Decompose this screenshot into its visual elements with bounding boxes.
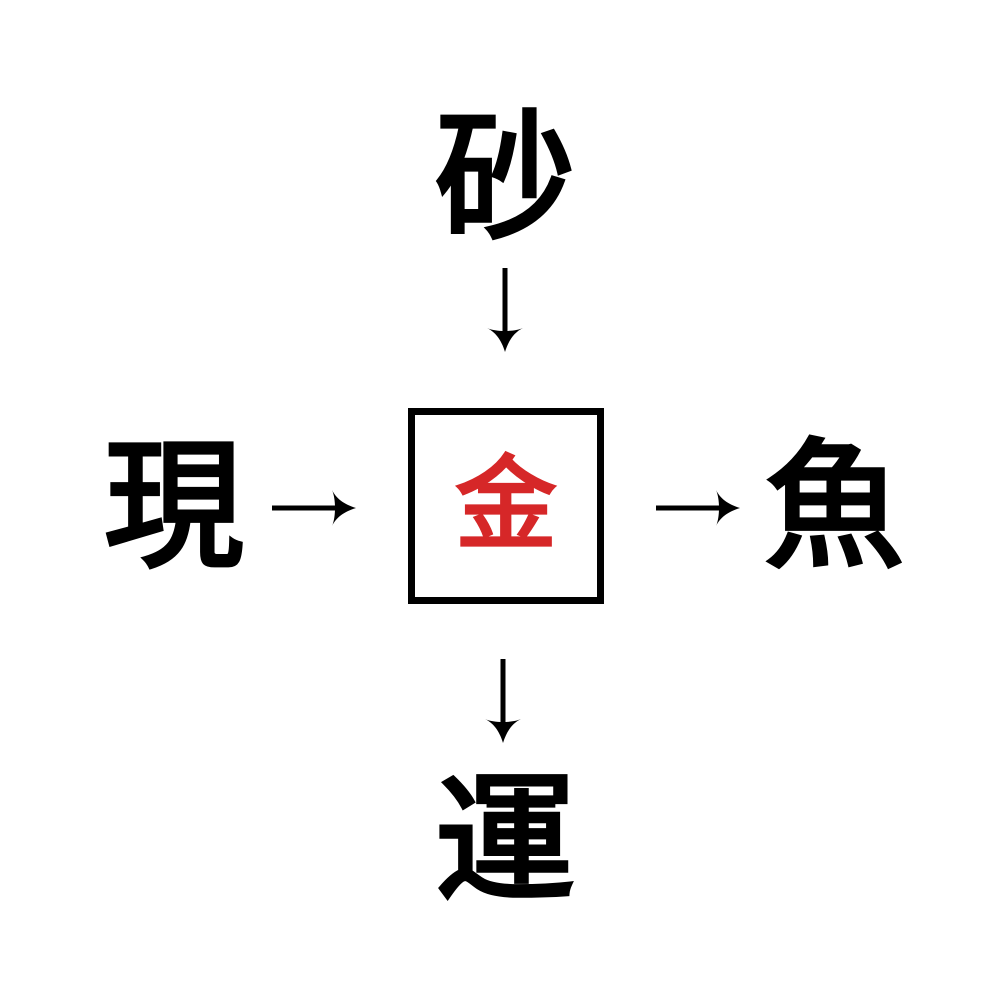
arrow-right-icon (272, 490, 356, 526)
arrow-right-icon (656, 490, 740, 526)
arrow-down-icon (487, 268, 523, 352)
kanji-top: 砂 (434, 98, 576, 261)
kanji-right: 魚 (763, 426, 905, 589)
center-box: 金 (408, 408, 604, 604)
kanji-bottom: 運 (434, 760, 576, 923)
arrow-down-icon (485, 659, 521, 743)
kanji-left: 現 (103, 426, 245, 589)
kanji-center: 金 (455, 446, 557, 565)
